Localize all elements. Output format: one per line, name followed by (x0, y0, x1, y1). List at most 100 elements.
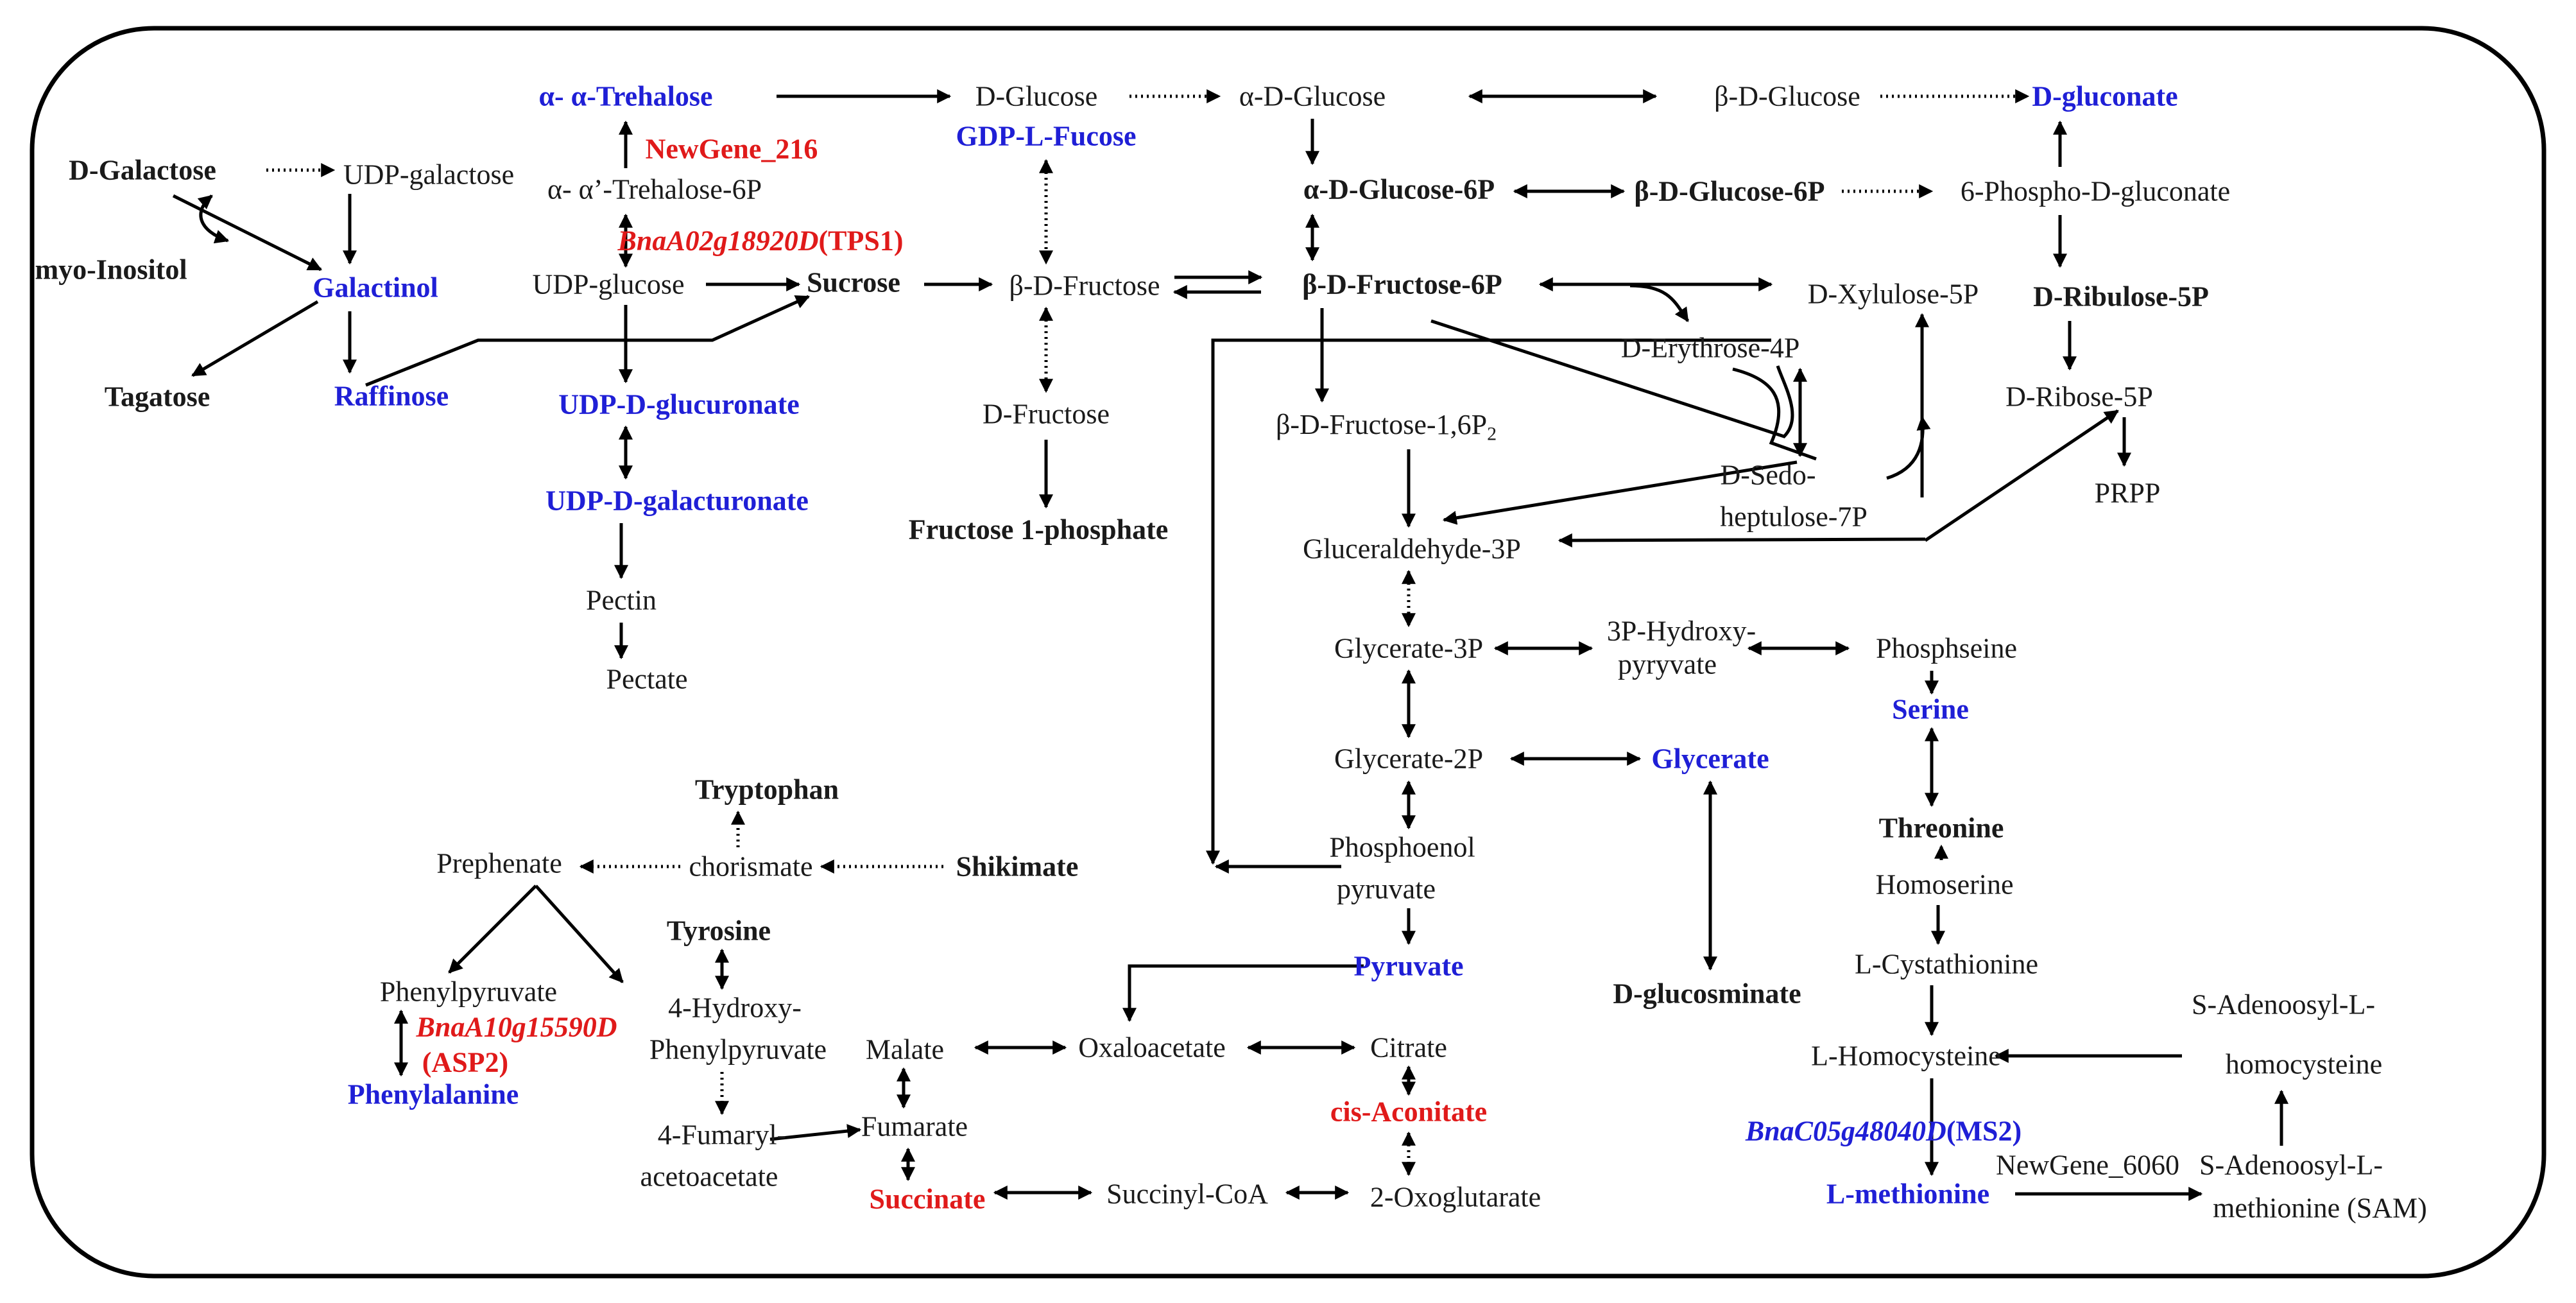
node-d-glucose: D-Glucose (975, 80, 1098, 112)
node-shikimate: Shikimate (956, 850, 1079, 883)
node-s-adenosyl-homocysteine-line2: homocysteine (2225, 1048, 2383, 1080)
node-beta-d-fructose-6p: β-D-Fructose-6P (1302, 268, 1502, 300)
arrow-ribose-5p-to-gluceraldehyde-3p (1558, 533, 1926, 548)
node-fumarate: Fumarate (861, 1110, 968, 1143)
node-glycerate-2p: Glycerate-2P (1334, 743, 1484, 775)
node-d-ribulose-5p: D-Ribulose-5P (2033, 280, 2209, 313)
node-trehalose-6p: α- α’-Trehalose-6P (547, 173, 762, 205)
arrow-d-galactose-to-galactinol (172, 194, 322, 272)
node-glycerate-3p: Glycerate-3P (1334, 632, 1484, 664)
node-udp-galactose: UDP-galactose (343, 159, 515, 191)
node-4-fumarylacetoacetate-line1: 4-Fumaryl- (657, 1119, 787, 1151)
node-threonine: Threonine (1878, 812, 2004, 844)
node-pectin: Pectin (586, 584, 657, 616)
gene-ms2: BnaC05g48040D(MS2) (1746, 1115, 2022, 1146)
node-d-sedoheptulose-7p-line1: D-Sedo- (1720, 459, 1816, 491)
node-trehalose: α- α-Trehalose (538, 80, 713, 112)
node-citrate: Citrate (1370, 1031, 1447, 1064)
gene-newgene-216: NewGene_216 (645, 133, 818, 165)
arrow-prephenate-to-phenylpyruvate (448, 884, 537, 974)
node-tyrosine: Tyrosine (666, 915, 771, 947)
arrow-prephenate-to-hydroxyphenylpyruvate (535, 884, 624, 983)
node-glycerate: Glycerate (1651, 743, 1769, 775)
node-d-erythrose-4p: D-Erythrose-4P (1620, 332, 1800, 364)
node-beta-d-glucose-6p: β-D-Glucose-6P (1634, 175, 1825, 207)
node-phosphoserine: Phosphseine (1876, 632, 2017, 664)
node-6-phospho-d-gluconate: 6-Phospho-D-gluconate (1960, 175, 2231, 207)
node-l-methionine: L-methionine (1826, 1178, 1990, 1210)
node-fructose-1-phosphate: Fructose 1-phosphate (908, 513, 1169, 546)
node-4-fumarylacetoacetate-line2: acetoacetate (640, 1161, 778, 1193)
gene-newgene-6060: NewGene_6060 (1996, 1149, 2179, 1181)
arrow-sedoheptulose-to-gluceraldehyde-3p (1442, 460, 1798, 525)
node-beta-d-glucose: β-D-Glucose (1714, 80, 1860, 112)
node-pyruvate: Pyruvate (1353, 950, 1464, 982)
gene-asp2-tag: (ASP2) (422, 1046, 509, 1078)
node-tryptophan: Tryptophan (694, 773, 839, 806)
gene-tps1: BnaA02g18920D(TPS1) (618, 225, 904, 256)
node-pectate: Pectate (606, 663, 688, 695)
node-phosphoenolpyruvate-line2: pyruvate (1337, 873, 1436, 905)
node-sam-line1: S-Adenoosyl-L- (2199, 1149, 2383, 1181)
node-sam-line2: methionine (SAM) (2213, 1192, 2427, 1224)
node-galactinol: Galactinol (313, 272, 438, 304)
node-d-sedoheptulose-7p-line2: heptulose-7P (1720, 501, 1868, 533)
node-fructose-bisp-sub: 2 (1487, 423, 1497, 445)
node-d-fructose: D-Fructose (983, 398, 1110, 430)
node-alpha-d-glucose-6p: α-D-Glucose-6P (1303, 173, 1495, 205)
node-malate: Malate (865, 1033, 945, 1066)
node-alpha-d-glucose: α-D-Glucose (1239, 80, 1386, 112)
node-serine: Serine (1892, 693, 1969, 725)
connector-erythrose-cycle (1732, 367, 1817, 461)
node-phenylpyruvate: Phenylpyruvate (379, 976, 558, 1008)
node-homoserine: Homoserine (1875, 868, 2014, 901)
node-d-xylulose-5p: D-Xylulose-5P (1807, 278, 1979, 310)
node-d-galactose: D-Galactose (69, 154, 216, 186)
node-d-glucosminate: D-glucosminate (1613, 978, 1801, 1010)
node-s-adenosyl-homocysteine-line1: S-Adenoosyl-L- (2192, 988, 2375, 1021)
node-3p-hydroxypyruvate-line2: pyryvate (1618, 648, 1717, 680)
node-4-hydroxyphenylpyruvate-line1: 4-Hydroxy- (668, 992, 802, 1024)
node-phosphoenolpyruvate-line1: Phosphoenol (1329, 831, 1475, 863)
node-l-cystathionine: L-Cystathionine (1855, 948, 2038, 980)
node-gdp-l-fucose: GDP-L-Fucose (956, 120, 1137, 152)
arrow-fumarylacetoacetate-to-fumarate (769, 1124, 862, 1141)
node-d-ribose-5p: D-Ribose-5P (2005, 381, 2153, 413)
node-gluceraldehyde-3p: Gluceraldehyde-3P (1303, 533, 1521, 565)
connector-sedo-to-xylulose-curve (1886, 415, 1931, 480)
node-sucrose: Sucrose (807, 266, 900, 298)
node-3p-hydroxypyruvate-line1: 3P-Hydroxy- (1606, 615, 1756, 647)
connector-pyruvate-to-oxaloacetate (1122, 964, 1364, 1023)
arrow-galactinol-to-tagatose (191, 300, 319, 377)
node-udp-d-galacturonate: UDP-D-galacturonate (545, 485, 809, 517)
node-2-oxoglutarate: 2-Oxoglutarate (1370, 1181, 1541, 1213)
node-l-homocysteine: L-Homocysteine (1811, 1040, 2001, 1072)
connector-fructose-6p-to-erythrose (1629, 284, 1690, 322)
gene-asp2-id: BnaA10g15590D (416, 1011, 617, 1043)
connector-erythrose-feedback-fructose-6p (1430, 319, 1794, 438)
node-chorismate: chorismate (689, 850, 813, 883)
frame-border (30, 26, 2546, 1279)
pathway-edges (172, 89, 2288, 1201)
gene-ms2-id: BnaC05g48040D (1745, 1115, 1946, 1147)
node-udp-d-glucuronate: UDP-D-glucuronate (558, 388, 800, 420)
node-oxaloacetate: Oxaloacetate (1078, 1031, 1226, 1064)
node-beta-d-fructose-1-6p2: β-D-Fructose-1,6P2 (1276, 409, 1497, 445)
node-4-hydroxyphenylpyruvate-line2: Phenylpyruvate (649, 1033, 827, 1066)
node-udp-glucose: UDP-glucose (532, 268, 685, 300)
gene-tps1-id: BnaA02g18920D (617, 225, 819, 257)
node-raffinose: Raffinose (334, 380, 449, 412)
node-succinyl-coa: Succinyl-CoA (1106, 1178, 1268, 1210)
node-myo-inositol: myo-Inositol (35, 254, 187, 286)
connector-raffinose-to-sucrose (365, 295, 811, 387)
node-cis-aconitate: cis-Aconitate (1330, 1096, 1488, 1128)
node-beta-d-fructose: β-D-Fructose (1009, 270, 1160, 302)
node-d-gluconate: D-gluconate (2032, 80, 2178, 112)
connector-ribulose-feedback-ribose (1924, 409, 2119, 542)
node-tagatose: Tagatose (104, 381, 210, 413)
gene-ms2-tag: (MS2) (1946, 1115, 2022, 1147)
connector-galactose-myo-inositol (197, 194, 230, 244)
node-prephenate: Prephenate (436, 847, 562, 879)
node-phenylalanine: Phenylalanine (347, 1078, 519, 1110)
